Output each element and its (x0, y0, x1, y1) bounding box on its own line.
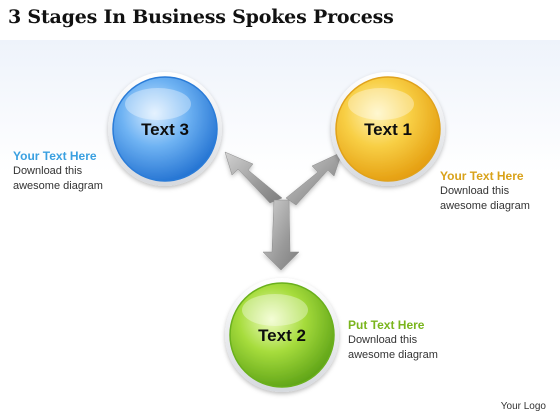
callout-text3-line2: awesome diagram (13, 180, 103, 192)
callout-text1-line1: Download this (440, 185, 510, 197)
node-text2: Text 2 (225, 278, 339, 392)
spoke-arrows (224, 151, 343, 271)
callout-text3-line1: Download this (13, 165, 83, 177)
callout-text3-heading: Your Text Here (13, 149, 97, 163)
node-text3: Text 3 (108, 72, 222, 186)
callout-text1-heading: Your Text Here (440, 169, 524, 183)
title-bar: 3 Stages In Business Spokes Process (0, 0, 560, 40)
node-text3-label: Text 3 (141, 120, 189, 139)
arrow-to-text2 (262, 199, 300, 271)
node-text2-label: Text 2 (258, 326, 306, 345)
logo-placeholder: Your Logo (500, 401, 546, 412)
callout-text2-line2: awesome diagram (348, 349, 438, 361)
arrow-to-text1 (285, 151, 343, 206)
callout-text2-heading: Put Text Here (348, 318, 425, 332)
arrow-to-text3 (224, 151, 283, 204)
callout-text1: Your Text Here Download this awesome dia… (440, 168, 530, 214)
callout-text2-line1: Download this (348, 334, 418, 346)
callout-text3: Your Text Here Download this awesome dia… (13, 148, 103, 194)
page-title: 3 Stages In Business Spokes Process (8, 6, 394, 28)
callout-text1-line2: awesome diagram (440, 200, 530, 212)
node-text1-label: Text 1 (364, 120, 412, 139)
callout-text2: Put Text Here Download this awesome diag… (348, 317, 438, 363)
node-text1: Text 1 (331, 72, 445, 186)
